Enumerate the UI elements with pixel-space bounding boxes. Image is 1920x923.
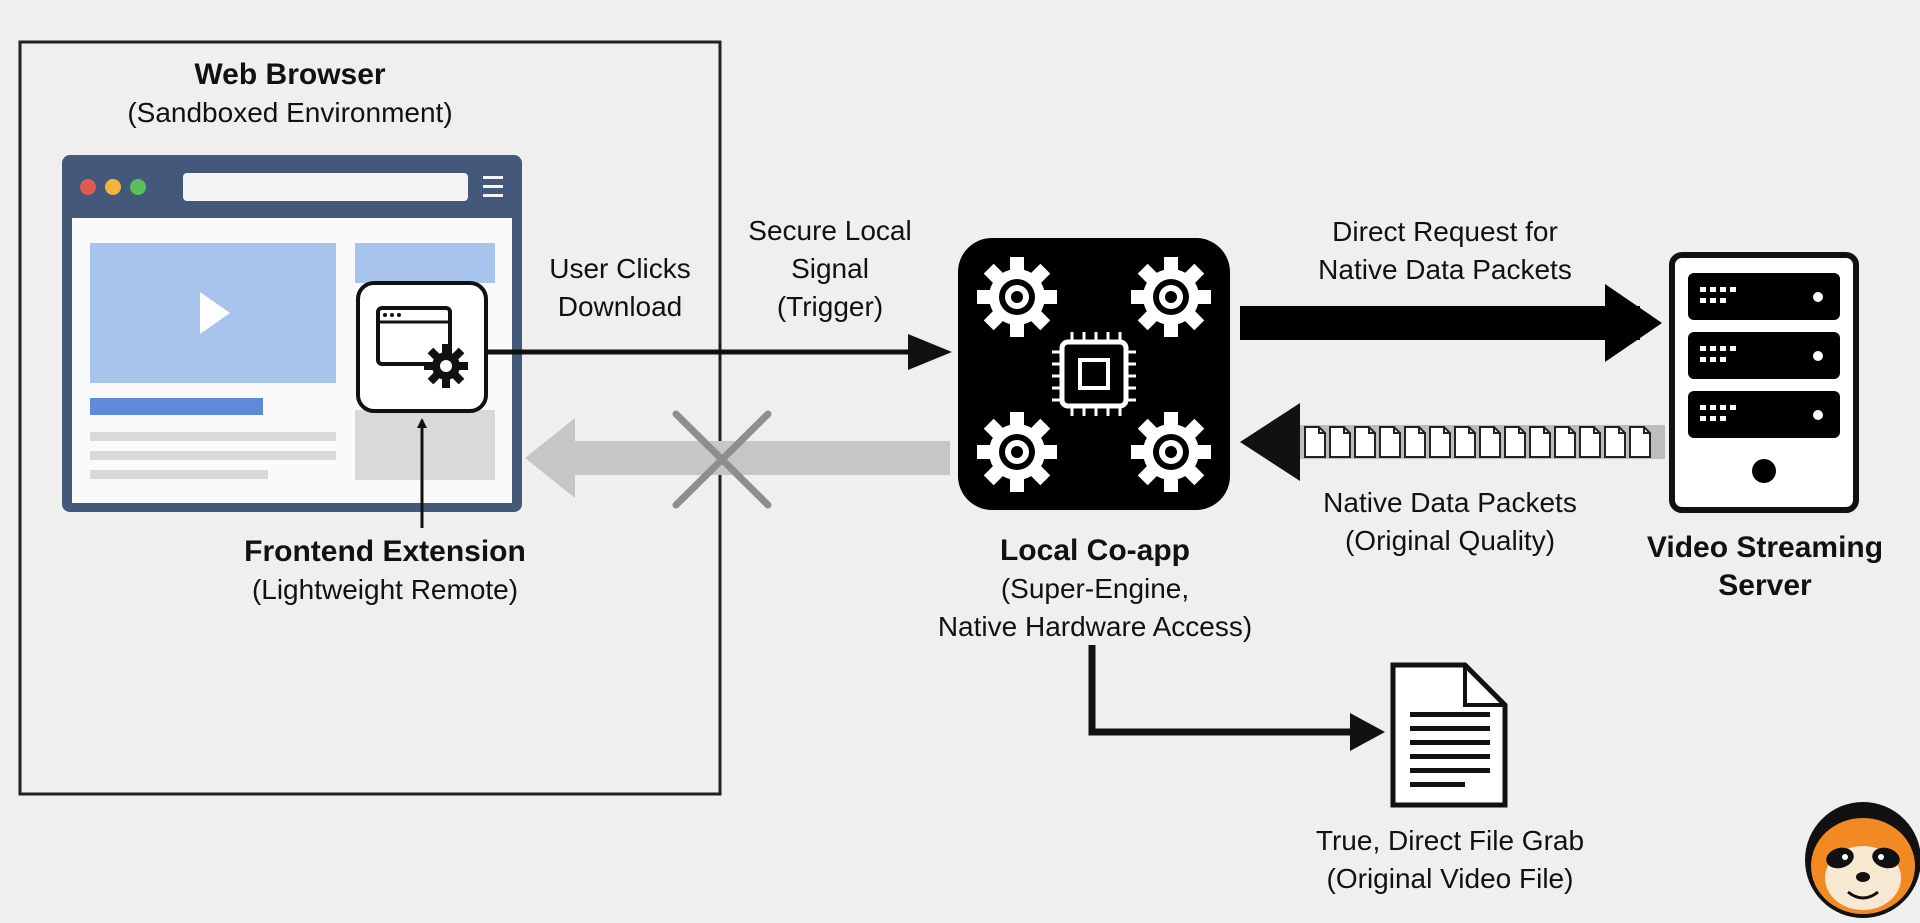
gear-icon	[1131, 412, 1211, 492]
native-packets-line: Native Data Packets	[1323, 487, 1577, 518]
native-packets-label: Native Data Packets (Original Quality)	[1280, 484, 1620, 560]
browser-sandbox-frame	[18, 40, 722, 796]
server-label: Video Streaming Server	[1620, 529, 1910, 605]
signal-arrow	[908, 334, 952, 370]
side-block	[355, 410, 495, 480]
window-dots-icon	[80, 179, 146, 195]
file-line-1: True, Direct File Grab	[1315, 825, 1585, 856]
file-grab-arrow	[1088, 645, 1360, 736]
coapp-subtitle-2: Native Hardware Access)	[937, 611, 1253, 642]
browser-subtitle: (Sandboxed Environment)	[127, 97, 453, 128]
hamburger-icon	[483, 176, 503, 197]
file-line-2: (Original Video File)	[1326, 863, 1574, 894]
text-line	[90, 451, 336, 460]
secure-local-line: Secure Local	[748, 215, 912, 246]
secure-signal-label: Secure Local Signal (Trigger)	[725, 212, 935, 326]
gear-icon	[977, 257, 1057, 337]
coapp-label: Local Co-app (Super-Engine, Native Hardw…	[910, 532, 1280, 646]
blocked-x-icon	[672, 410, 772, 509]
direct-request-label: Direct Request for Native Data Packets	[1265, 213, 1625, 289]
original-quality-line: (Original Quality)	[1344, 525, 1556, 556]
extension-gear-icon	[356, 281, 488, 413]
sloth-logo-icon	[1805, 802, 1920, 918]
user-clicks-line: User Clicks	[549, 253, 691, 284]
extension-label: Frontend Extension (Lightweight Remote)	[190, 533, 580, 609]
server-title-1: Video Streaming	[1646, 531, 1884, 564]
direct-request-arrow	[1240, 284, 1662, 362]
server-icon	[1669, 252, 1859, 513]
play-icon	[200, 292, 230, 334]
text-line	[90, 432, 336, 441]
browser-title: Web Browser	[194, 58, 386, 91]
gear-icon	[977, 412, 1057, 492]
extension-subtitle: (Lightweight Remote)	[251, 574, 519, 605]
native-packets-arrow	[1240, 403, 1665, 481]
user-clicks-label: User Clicks Download	[520, 250, 720, 326]
local-coapp-box	[958, 238, 1230, 510]
page-heading-bar	[90, 398, 263, 415]
file-label: True, Direct File Grab (Original Video F…	[1270, 822, 1630, 898]
text-line	[90, 470, 268, 479]
gear-icon	[1131, 257, 1211, 337]
signal-line: Signal	[791, 253, 869, 284]
cpu-chip-icon	[1052, 332, 1136, 416]
address-bar	[183, 173, 468, 201]
side-panel	[355, 243, 495, 283]
trigger-line: (Trigger)	[776, 291, 884, 322]
blocked-return-arrow	[525, 418, 950, 498]
browser-label: Web Browser (Sandboxed Environment)	[60, 56, 520, 132]
extension-title: Frontend Extension	[244, 535, 526, 568]
direct-request-line: Direct Request for	[1332, 216, 1558, 247]
native-data-packets-line: Native Data Packets	[1318, 254, 1572, 285]
coapp-subtitle-1: (Super-Engine,	[1000, 573, 1190, 604]
server-title-2: Server	[1718, 569, 1812, 602]
document-icon	[1390, 662, 1508, 808]
download-line: Download	[557, 291, 683, 322]
coapp-title: Local Co-app	[999, 534, 1190, 567]
